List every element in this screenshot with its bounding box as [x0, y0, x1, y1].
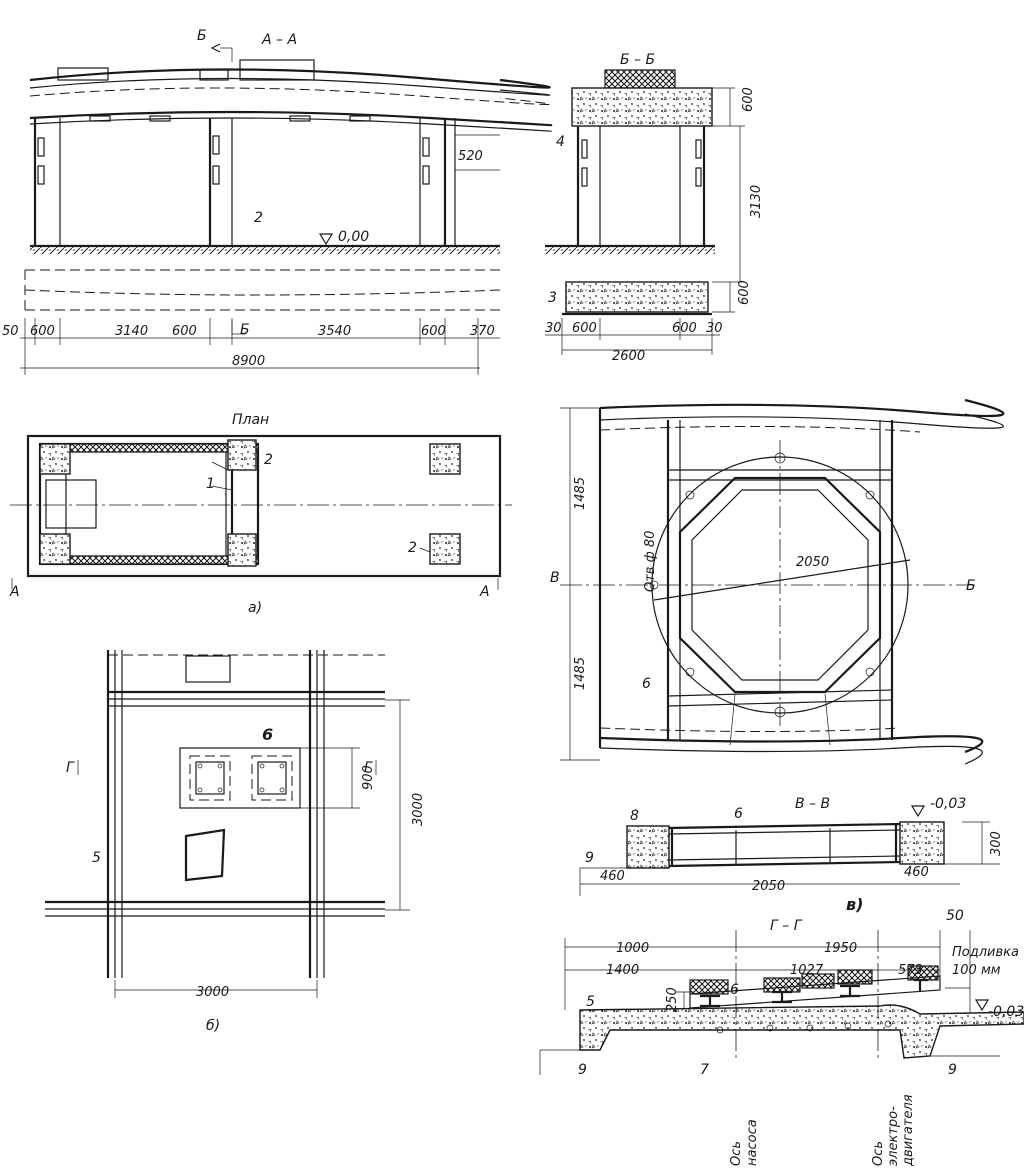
callout-9-gg-right: 9 — [948, 1062, 957, 1078]
frame-plan — [560, 398, 1005, 765]
dim-bb-600-a: 600 — [572, 321, 597, 336]
part-label-a: а) — [248, 600, 262, 616]
dim-vv-460-a: 460 — [600, 869, 625, 884]
dim-aa-600-a: 600 — [30, 324, 55, 339]
dim-vv-2050: 2050 — [752, 879, 785, 894]
section-aa-title: А – А — [261, 32, 297, 48]
cut-label-a-left: А — [9, 584, 20, 600]
callout-1: 1 — [206, 476, 215, 492]
dim-gg-250: 250 — [665, 987, 680, 1012]
callout-5-plan-b: 5 — [92, 850, 101, 866]
dim-aa-370: 370 — [470, 324, 495, 339]
cut-label-a-right: А — [479, 584, 490, 600]
dim-frame-2050: 2050 — [796, 555, 829, 570]
elevation-minus-vv: -0,03 — [930, 796, 966, 812]
section-bb — [545, 69, 745, 355]
dim-vv-460-b: 460 — [904, 865, 929, 880]
elevation-minus-gg: -0,03 — [988, 1004, 1024, 1020]
section-vv — [579, 805, 1000, 896]
cut-label-v-left: В — [550, 570, 560, 586]
grout-label-2: 100 мм — [952, 963, 1001, 978]
dim-aa-520: 520 — [458, 149, 483, 164]
dim-bb-600-bot: 600 — [737, 280, 752, 305]
axis-pump-line2: насоса — [745, 1119, 760, 1166]
dim-b-3000-v: 3000 — [411, 793, 426, 826]
dim-aa-50: 50 — [2, 324, 19, 339]
callout-6-frame: 6 — [642, 676, 651, 692]
callout-6-plan-b: 6 — [262, 725, 273, 744]
dim-aa-3140: 3140 — [115, 324, 148, 339]
cut-label-g-left: Г — [66, 760, 75, 776]
plan-b — [45, 650, 410, 998]
dim-gg-50: 50 — [946, 908, 964, 924]
dim-bb-600-top: 600 — [741, 87, 756, 112]
part-label-v: в) — [846, 895, 863, 914]
axis-motor-line2: электро- — [886, 1106, 901, 1166]
callout-3: 3 — [548, 290, 557, 306]
dim-frame-1485-b: 1485 — [573, 657, 588, 690]
dim-frame-hole: Отв ф 80 — [643, 531, 658, 592]
dim-frame-1485-a: 1485 — [573, 477, 588, 510]
callout-4: 4 — [556, 134, 565, 150]
section-gg-title: Г – Г — [770, 918, 803, 934]
dim-bb-30-b: 30 — [706, 321, 723, 336]
dim-gg-1950: 1950 — [824, 941, 857, 956]
dim-gg-1000: 1000 — [616, 941, 649, 956]
dim-aa-3540: 3540 — [318, 324, 351, 339]
cut-label-g-right: Г — [364, 760, 373, 776]
dim-gg-1027: 1027 — [790, 963, 824, 978]
dim-aa-8900: 8900 — [232, 354, 265, 369]
dim-bb-3130: 3130 — [749, 185, 764, 218]
callout-6-vv: 6 — [734, 806, 743, 822]
cut-label-b-right: Б — [966, 578, 976, 594]
plan-a — [10, 434, 512, 590]
callout-2-aa: 2 — [254, 210, 263, 226]
dim-aa-600-c: 600 — [421, 324, 446, 339]
section-vv-title: В – В — [795, 796, 830, 812]
dim-bb-30-a: 30 — [545, 321, 562, 336]
cut-label-b-bottom: Б — [240, 322, 250, 338]
plan-title: План — [232, 412, 269, 428]
callout-7: 7 — [700, 1062, 709, 1078]
section-bb-title: Б – Б — [620, 52, 655, 68]
section-gg — [539, 930, 1024, 1075]
callout-5-gg: 5 — [586, 994, 595, 1010]
axis-motor-line1: Ось — [871, 1141, 886, 1166]
axis-pump-line1: Ось — [729, 1141, 744, 1166]
cut-label-b-top: Б — [197, 28, 207, 44]
dim-vv-300: 300 — [989, 831, 1004, 856]
callout-2-plan-b: 2 — [408, 540, 417, 556]
dim-b-3000-h: 3000 — [196, 985, 229, 1000]
dim-gg-1400: 1400 — [606, 963, 639, 978]
dim-bb-600-b: 600 — [672, 321, 697, 336]
callout-6-gg: 6 — [730, 982, 739, 998]
dim-bb-2600: 2600 — [612, 349, 645, 364]
callout-8: 8 — [630, 808, 639, 824]
callout-9-gg-left: 9 — [578, 1062, 587, 1078]
dim-gg-573: 573 — [898, 963, 923, 978]
callout-2-plan-a: 2 — [264, 452, 273, 468]
elevation-zero: 0,00 — [338, 229, 369, 245]
dim-b-900: 900 — [361, 765, 376, 790]
part-label-b: б) — [206, 1018, 220, 1034]
axis-motor-line3: двигателя — [901, 1094, 916, 1167]
section-aa — [20, 43, 553, 375]
callout-9-vv: 9 — [585, 850, 594, 866]
dim-aa-600-b: 600 — [172, 324, 197, 339]
grout-label-1: Подливка — [952, 945, 1019, 960]
